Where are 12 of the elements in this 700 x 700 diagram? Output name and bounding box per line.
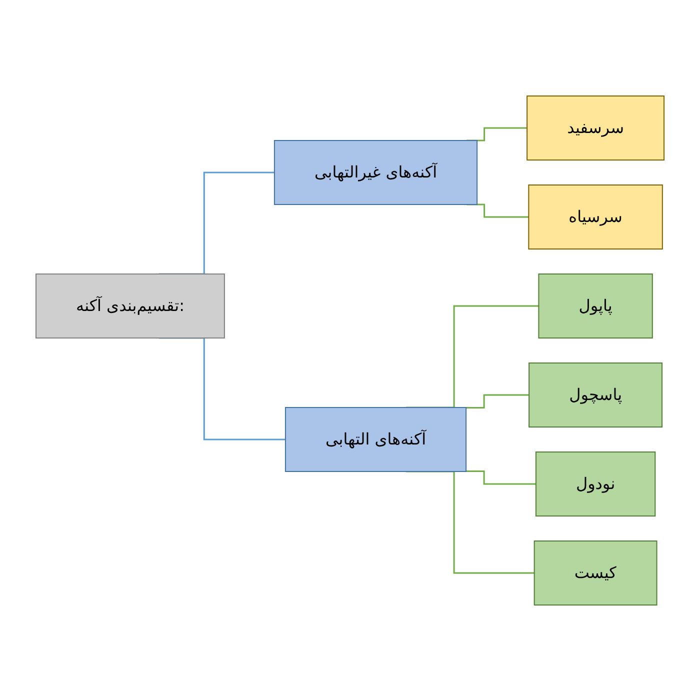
node-box: پاسچول [528,362,662,427]
connector [158,336,286,440]
node-box: سرسفید [526,95,665,160]
connector [406,470,534,574]
node-box: کیست [534,540,658,605]
connector [466,470,536,484]
node-box: نودول [535,451,656,516]
connector [466,394,530,408]
connector [466,203,529,218]
node-box: پاپول [538,273,653,338]
node-box: سرسیاه [528,184,663,249]
node-box: تقسیم‌بندی آکنه: [35,273,225,338]
